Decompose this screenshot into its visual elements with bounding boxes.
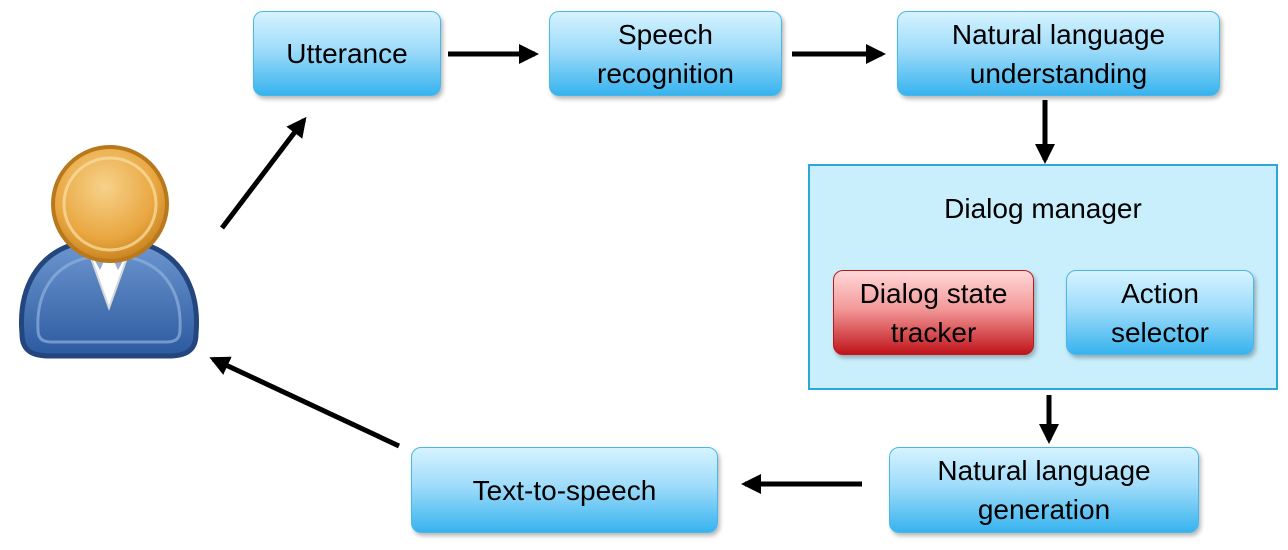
dialog-state-tracker-label: Dialog state tracker — [859, 277, 1008, 348]
nlg-label: Natural language generation — [937, 455, 1151, 525]
tts-label: Text-to-speech — [472, 474, 657, 506]
utterance-node: Utterance — [253, 11, 441, 96]
nlu-node: Natural language understanding — [897, 11, 1220, 96]
user-icon — [19, 145, 199, 359]
utterance-label: Utterance — [286, 38, 408, 69]
speech-recognition-label: Speech recognition — [597, 18, 734, 89]
dialog-state-tracker-node: Dialog state tracker — [833, 270, 1034, 355]
arrow-user-to-utterance — [220, 116, 307, 230]
tts-node: Text-to-speech — [411, 447, 718, 533]
action-selector-label: Action selector — [1110, 277, 1210, 348]
speech-recognition-node: Speech recognition — [549, 11, 782, 96]
nlg-node: Natural language generation — [889, 447, 1199, 533]
dialog-manager-label: Dialog manager — [944, 193, 1142, 224]
arrow-tts-to-user — [209, 356, 401, 449]
nlu-label: Natural language understanding — [951, 18, 1166, 89]
action-selector-node: Action selector — [1066, 270, 1254, 355]
